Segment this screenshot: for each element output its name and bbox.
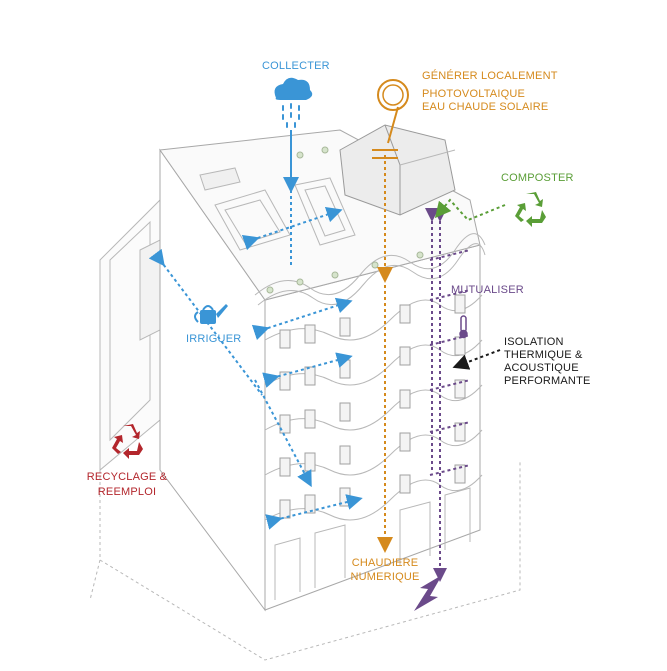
label-reemploi: REEMPLOI bbox=[97, 486, 157, 498]
energy-flow bbox=[372, 106, 399, 553]
cloud-rain-icon bbox=[274, 77, 313, 128]
lightning-icon bbox=[414, 575, 442, 611]
label-generer-localement: GÉNÉRER LOCALEMENT bbox=[422, 70, 558, 82]
label-isolation-3: ACOUSTIQUE bbox=[504, 362, 579, 374]
compost-flow bbox=[434, 198, 506, 222]
insulation-arrow bbox=[452, 349, 501, 370]
shared-flow bbox=[425, 208, 471, 582]
sun-icon bbox=[377, 79, 409, 111]
label-irriguer: IRRIGUER bbox=[186, 333, 242, 345]
label-isolation-4: PERFORMANTE bbox=[504, 375, 591, 387]
label-composter: COMPOSTER bbox=[501, 172, 574, 184]
label-collecter: COLLECTER bbox=[262, 60, 330, 72]
label-chaudiere: CHAUDIERE bbox=[351, 557, 419, 569]
label-isolation-1: ISOLATION bbox=[504, 336, 564, 348]
recycle-icon bbox=[515, 192, 546, 227]
label-mutualiser: MUTUALISER bbox=[451, 284, 524, 296]
recycle-icon-red bbox=[112, 424, 143, 459]
water-flow bbox=[148, 130, 363, 530]
label-photovoltaique: PHOTOVOLTAIQUE bbox=[422, 88, 526, 100]
label-eau-chaude-solaire: EAU CHAUDE SOLAIRE bbox=[422, 101, 549, 113]
thermometer-icon bbox=[459, 315, 468, 339]
label-numerique: NUMERIQUE bbox=[350, 571, 420, 583]
building-drawing bbox=[89, 124, 521, 661]
watering-can-icon bbox=[194, 304, 228, 324]
label-isolation-2: THERMIQUE & bbox=[504, 349, 583, 361]
label-recyclage: RECYCLAGE & bbox=[86, 471, 168, 483]
